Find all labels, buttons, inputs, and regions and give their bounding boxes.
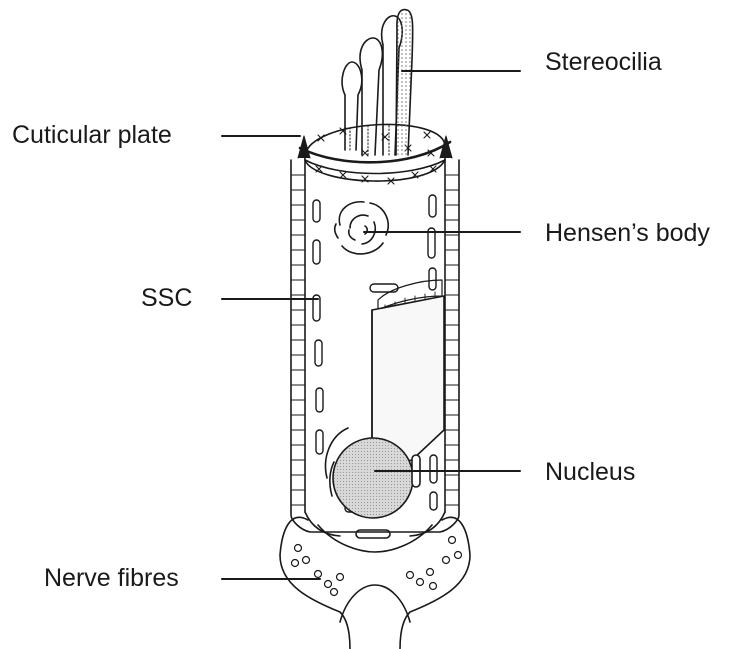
label-stereocilia: Stereocilia — [545, 50, 662, 75]
nerve-terminal — [280, 517, 470, 649]
label-nucleus: Nucleus — [545, 460, 635, 485]
label-nerve-fibres: Nerve fibres — [44, 566, 179, 591]
hensens-body — [335, 202, 388, 254]
nerve-vesicles — [292, 537, 462, 596]
label-cuticular-plate: Cuticular plate — [12, 123, 172, 148]
label-hensens-body: Hensen’s body — [545, 221, 710, 246]
stereocilia-bundle — [342, 10, 413, 155]
label-ssc: SSC — [141, 286, 192, 311]
